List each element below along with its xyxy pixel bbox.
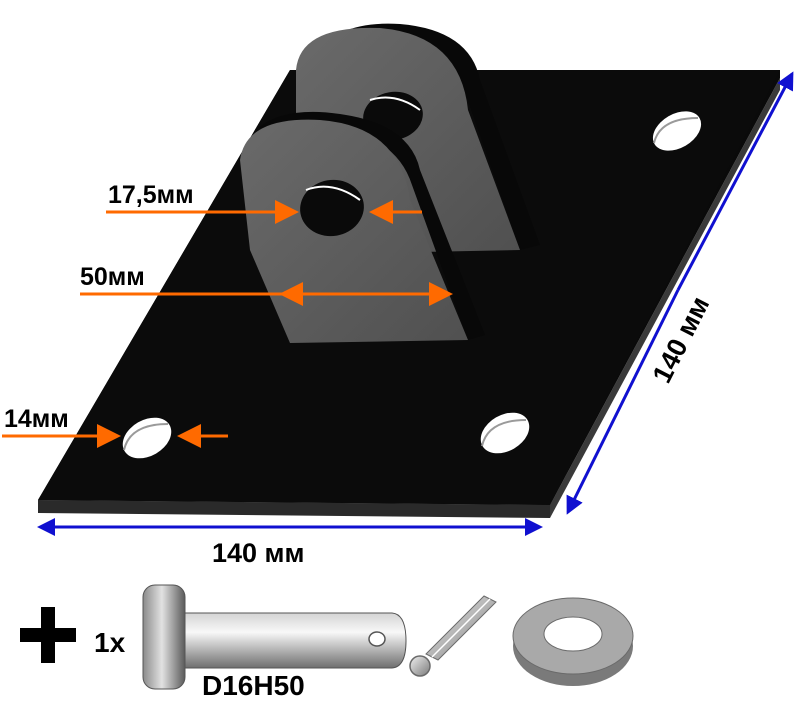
label-pin-code: D16H50 bbox=[202, 670, 305, 701]
mount-hole-top-right bbox=[652, 111, 702, 151]
label-width: 140 мм bbox=[212, 538, 305, 568]
clevis-pin bbox=[142, 584, 407, 690]
label-pin-hole: 17,5мм bbox=[108, 181, 194, 209]
cotter-pin bbox=[409, 595, 497, 677]
washer bbox=[512, 597, 634, 686]
label-lug-width: 50мм bbox=[80, 263, 145, 291]
label-mount-hole: 14мм bbox=[4, 405, 69, 433]
plus-icon bbox=[20, 607, 76, 663]
label-quantity: 1x bbox=[94, 627, 126, 658]
mount-hole-bottom-left bbox=[122, 417, 172, 459]
dim-depth-140 bbox=[566, 71, 794, 515]
mount-hole-bottom-right bbox=[480, 412, 530, 454]
